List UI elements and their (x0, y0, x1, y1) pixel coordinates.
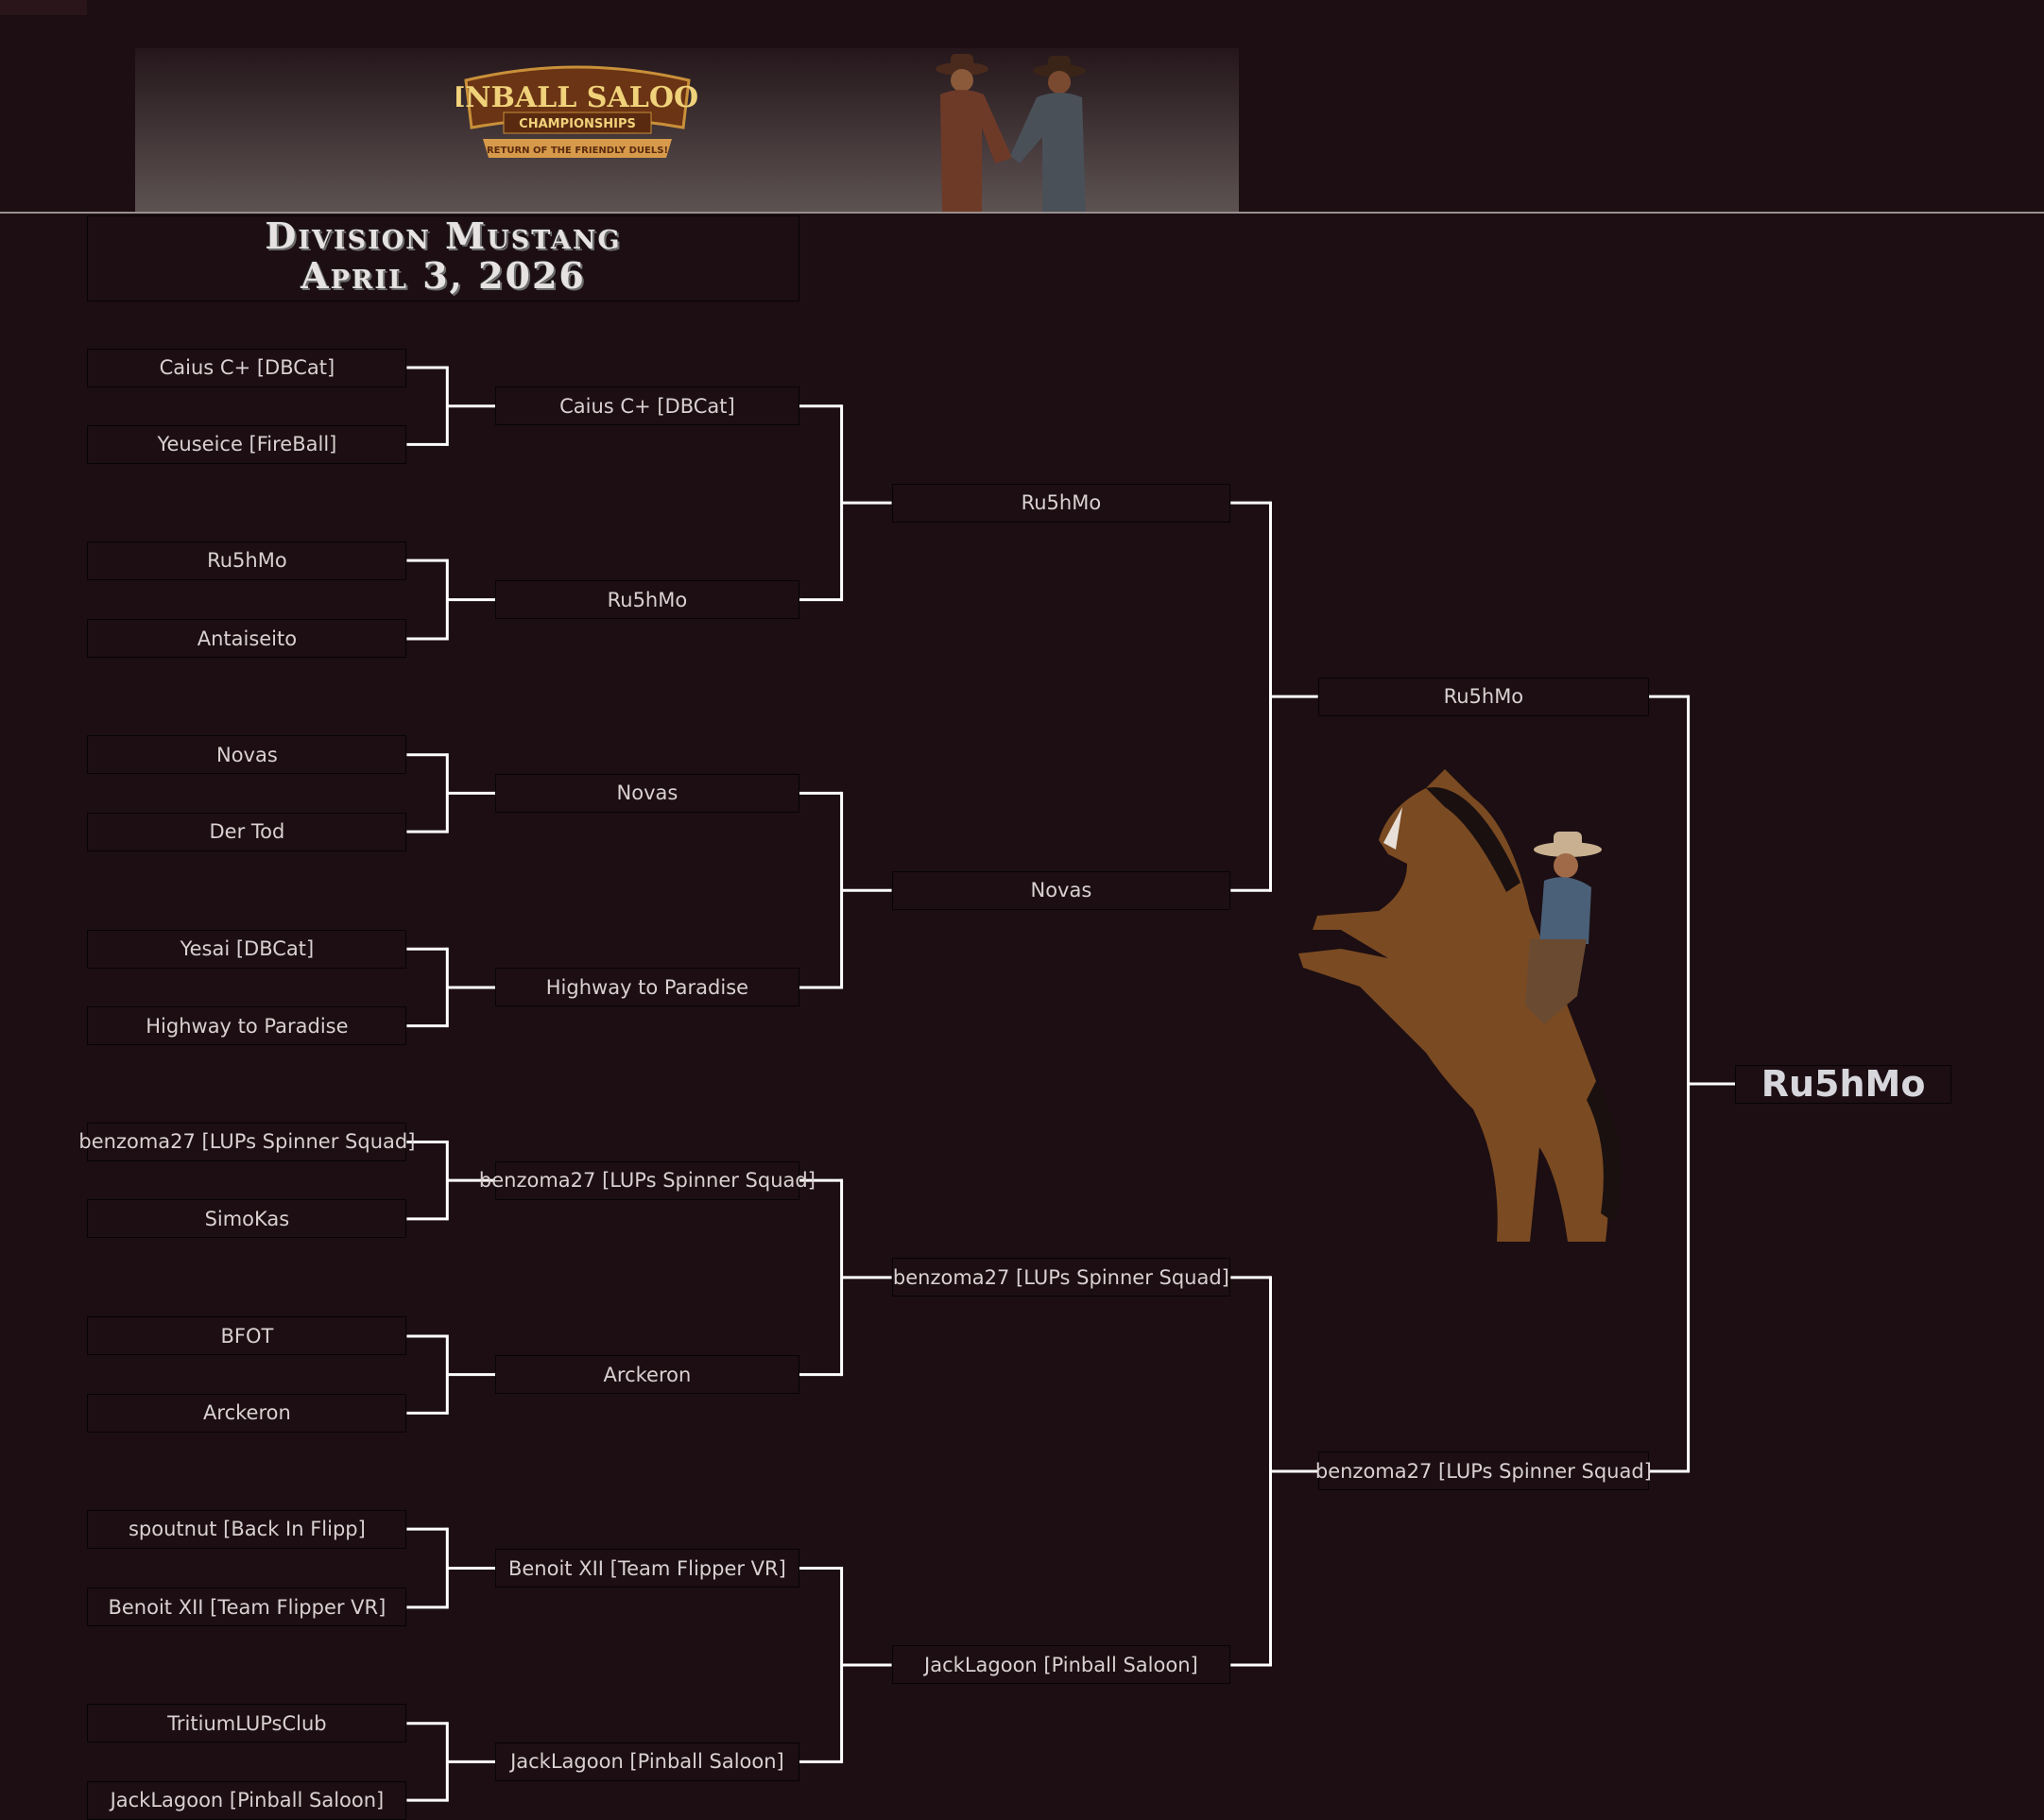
champion-slot: Ru5hMo (1735, 1063, 1952, 1105)
rearing-horse-cowboy-image (1298, 769, 1622, 1242)
division-name: Division Mustang (265, 215, 622, 257)
corner-tab (0, 0, 87, 15)
round-1-player-slot: Novas (87, 735, 407, 775)
round-1-player-slot: BFOT (87, 1316, 407, 1356)
round-2-player-slot: Novas (495, 773, 799, 813)
header-divider (0, 212, 2044, 214)
header-banner: PINBALL SALOON CHAMPIONSHIPS RETURN OF T… (135, 48, 1239, 214)
round-1-player-slot: Ru5hMo (87, 541, 407, 580)
round-3-player-slot: Novas (891, 870, 1231, 910)
division-date: April 3, 2026 (301, 254, 586, 297)
division-title-box: Division Mustang April 3, 2026 (87, 215, 799, 301)
round-1-player-slot: Der Tod (87, 812, 407, 851)
round-1-player-slot: benzoma27 [LUPs Spinner Squad] (78, 1122, 415, 1161)
round-1-player-slot: Caius C+ [DBCat] (87, 348, 407, 387)
round-2-player-slot: Highway to Paradise (495, 968, 799, 1007)
round-1-player-slot: Arckeron (87, 1393, 407, 1433)
round-1-player-slot: Benoit XII [Team Flipper VR] (87, 1588, 407, 1627)
round-3-player-slot: benzoma27 [LUPs Spinner Squad] (891, 1258, 1231, 1297)
pinball-saloon-logo: PINBALL SALOON CHAMPIONSHIPS RETURN OF T… (456, 65, 698, 158)
round-1-player-slot: Antaiseito (87, 619, 407, 659)
svg-text:PINBALL SALOON: PINBALL SALOON (456, 81, 698, 114)
round-1-player-slot: JackLagoon [Pinball Saloon] (87, 1780, 407, 1820)
round-2-player-slot: Caius C+ [DBCat] (495, 386, 799, 426)
round-4-player-slot: Ru5hMo (1317, 677, 1650, 716)
round-2-player-slot: Arckeron (495, 1355, 799, 1395)
round-3-player-slot: Ru5hMo (891, 483, 1231, 523)
round-1-player-slot: Highway to Paradise (87, 1006, 407, 1046)
round-2-player-slot: Benoit XII [Team Flipper VR] (495, 1549, 799, 1588)
round-2-player-slot: JackLagoon [Pinball Saloon] (495, 1742, 799, 1781)
round-1-player-slot: SimoKas (87, 1199, 407, 1239)
round-1-player-slot: spoutnut [Back In Flipp] (87, 1509, 407, 1549)
round-1-player-slot: Yesai [DBCat] (87, 929, 407, 969)
round-1-player-slot: Yeuseice [FireBall] (87, 424, 407, 464)
svg-text:CHAMPIONSHIPS: CHAMPIONSHIPS (519, 117, 636, 131)
round-2-player-slot: Ru5hMo (495, 580, 799, 620)
round-2-player-slot: benzoma27 [LUPs Spinner Squad] (479, 1160, 816, 1200)
cowboys-handshake-image (936, 54, 1086, 214)
round-3-player-slot: JackLagoon [Pinball Saloon] (891, 1645, 1231, 1685)
svg-text:RETURN OF THE FRIENDLY DUELS!: RETURN OF THE FRIENDLY DUELS! (487, 146, 668, 156)
round-1-player-slot: TritiumLUPsClub (87, 1704, 407, 1743)
round-4-player-slot: benzoma27 [LUPs Spinner Squad] (1315, 1451, 1652, 1491)
